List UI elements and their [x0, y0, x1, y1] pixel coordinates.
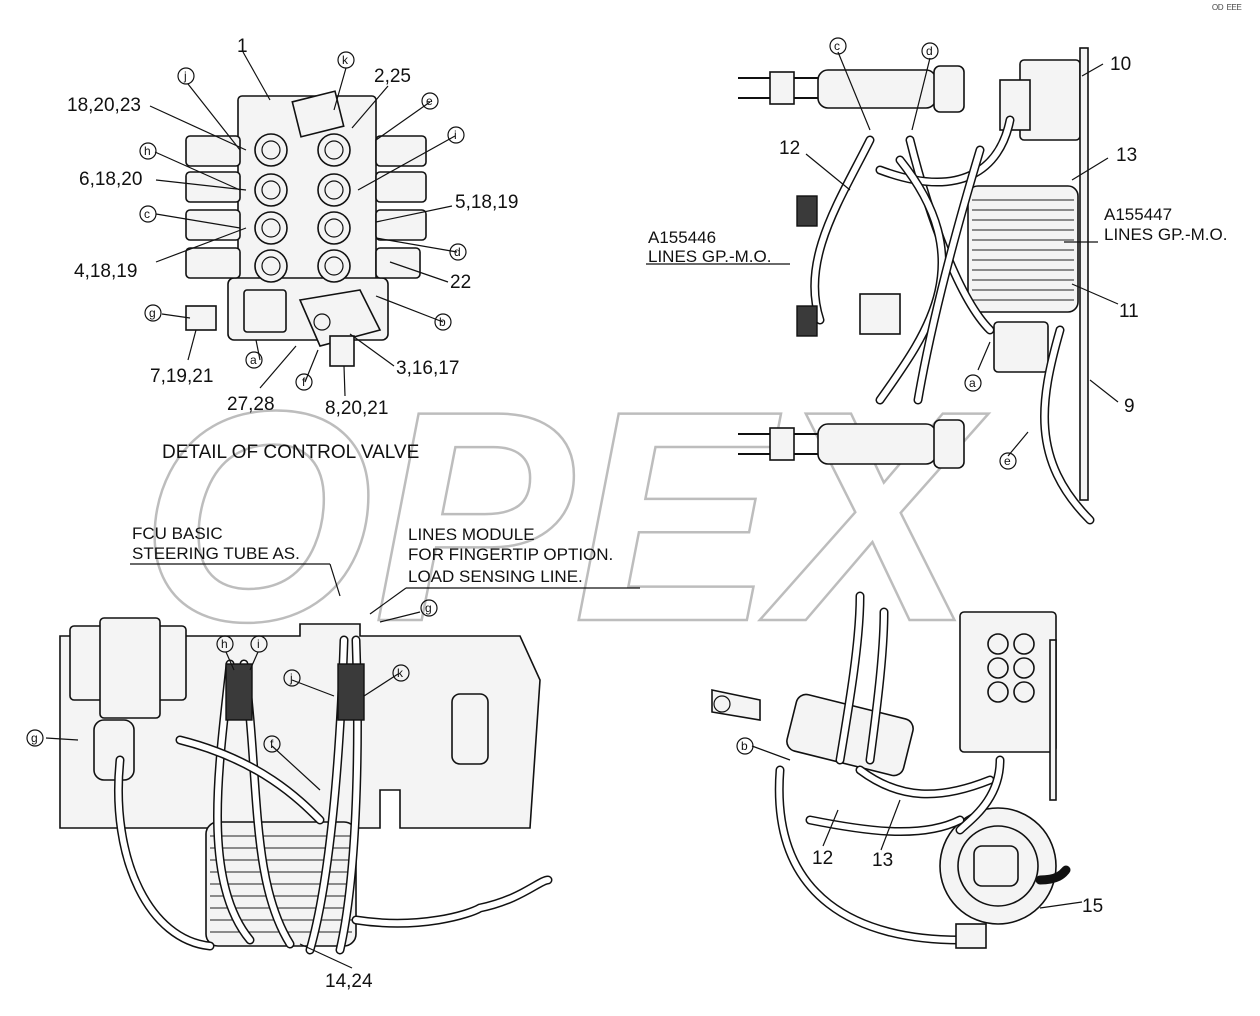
- circle-g-top-left: g: [144, 304, 162, 322]
- callout-1: 1: [237, 36, 248, 57]
- callout-8-20-21: 8,20,21: [325, 398, 388, 419]
- lower-cylinder: [817, 423, 937, 465]
- circle-i-top-left: i: [447, 126, 465, 144]
- circle-k-top-left: k: [337, 51, 355, 69]
- note-fcu-line1: FCU BASIC: [132, 524, 223, 543]
- circle-e-top-right: e: [999, 452, 1017, 470]
- callout-5-18-19: 5,18,19: [455, 192, 518, 213]
- cooler-core: [967, 185, 1079, 313]
- circle-i-bottom-left: i: [250, 635, 268, 653]
- circle-c-top-left: c: [139, 205, 157, 223]
- circle-h-bottom-left: h: [216, 635, 234, 653]
- svg-text:a: a: [969, 376, 976, 390]
- svg-text:d: d: [926, 44, 933, 58]
- note-a155446-line2: LINES GP.-M.O.: [648, 247, 771, 266]
- circle-g-bottom-left: g: [26, 729, 44, 747]
- circle-f-top-left: f: [295, 373, 313, 391]
- circle-d-top-right: d: [921, 42, 939, 60]
- circle-c-top-right: c: [829, 37, 847, 55]
- callout-15: 15: [1082, 896, 1103, 917]
- top-right-leaders: [646, 51, 1119, 457]
- svg-text:c: c: [144, 207, 150, 221]
- note-a155447-line1: A155447: [1104, 205, 1172, 224]
- note-fcu-line2: STEERING TUBE AS.: [132, 544, 300, 563]
- svg-text:j: j: [289, 671, 293, 685]
- svg-text:a: a: [250, 353, 257, 367]
- upper-cylinder: [817, 69, 937, 109]
- svg-text:f: f: [270, 737, 274, 751]
- svg-text:k: k: [342, 53, 349, 67]
- callout-6-18-20: 6,18,20: [79, 169, 142, 190]
- note-a155446-line1: A155446: [648, 228, 716, 247]
- svg-text:j: j: [183, 69, 187, 83]
- callout-4-18-19: 4,18,19: [74, 261, 137, 282]
- note-lines-module-line1: LINES MODULE: [408, 525, 535, 544]
- circle-e-top-left: e: [421, 92, 439, 110]
- control-valve-detail: [149, 51, 458, 397]
- svg-text:c: c: [834, 39, 840, 53]
- svg-text:e: e: [426, 94, 433, 108]
- callout-7-19-21: 7,19,21: [150, 366, 213, 387]
- svg-text:h: h: [221, 637, 228, 651]
- callout-13-top: 13: [1116, 145, 1137, 166]
- svg-text:b: b: [439, 315, 446, 329]
- circle-j-bottom-left: j: [283, 669, 301, 687]
- circle-j-top-left: j: [177, 67, 195, 85]
- circle-d-top-left: d: [449, 243, 467, 261]
- callout-12-top: 12: [779, 138, 800, 159]
- callout-3-16-17: 3,16,17: [396, 358, 459, 379]
- circle-g-bottom-center: g: [420, 599, 438, 617]
- detail-caption: DETAIL OF CONTROL VALVE: [162, 442, 419, 463]
- bottom-right-valve: [959, 611, 1057, 753]
- callout-12-bottom: 12: [812, 848, 833, 869]
- watermark: OPEX: [139, 347, 991, 686]
- circle-b-bottom-right: b: [736, 737, 754, 755]
- callout-10: 10: [1110, 54, 1131, 75]
- bottom-left-assembly: [59, 617, 553, 955]
- bottom-right-leaders: [751, 745, 1083, 909]
- corner-mark: ᴼᴰ ᴱᴱᴱ: [1212, 2, 1242, 16]
- svg-text:h: h: [144, 144, 151, 158]
- callout-9: 9: [1124, 396, 1135, 417]
- circle-a-top-right: a: [964, 374, 982, 392]
- svg-text:i: i: [257, 637, 260, 651]
- svg-text:OPEX: OPEX: [140, 348, 989, 684]
- svg-text:g: g: [31, 731, 38, 745]
- valve-leader-lines: [149, 51, 458, 397]
- callout-13-bottom: 13: [872, 850, 893, 871]
- valve-sections: [185, 90, 427, 367]
- svg-text:f: f: [302, 375, 306, 389]
- bottom-right-assembly: [711, 591, 1071, 949]
- svg-text:g: g: [425, 601, 432, 615]
- svg-text:b: b: [741, 739, 748, 753]
- callout-27-28: 27,28: [227, 394, 275, 415]
- circle-b-top-left: b: [434, 313, 452, 331]
- top-right-assembly: [738, 47, 1095, 525]
- callout-14-24: 14,24: [325, 971, 373, 992]
- callout-11: 11: [1119, 301, 1139, 322]
- svg-text:e: e: [1004, 454, 1011, 468]
- callout-2-25: 2,25: [374, 66, 411, 87]
- svg-text:i: i: [454, 128, 457, 142]
- svg-text:d: d: [454, 245, 461, 259]
- circle-k-bottom-left: k: [392, 664, 410, 682]
- note-lines-module-line3: LOAD SENSING LINE.: [408, 567, 583, 586]
- callout-18-20-23: 18,20,23: [67, 95, 141, 116]
- circle-a-top-left: a: [245, 351, 263, 369]
- note-a155447-line2: LINES GP.-M.O.: [1104, 225, 1227, 244]
- svg-text:g: g: [149, 306, 156, 320]
- callout-22: 22: [450, 272, 471, 293]
- svg-text:k: k: [397, 666, 404, 680]
- circle-h-top-left: h: [139, 142, 157, 160]
- circle-f-bottom-left: f: [263, 735, 281, 753]
- note-lines-module-line2: FOR FINGERTIP OPTION.: [408, 545, 613, 564]
